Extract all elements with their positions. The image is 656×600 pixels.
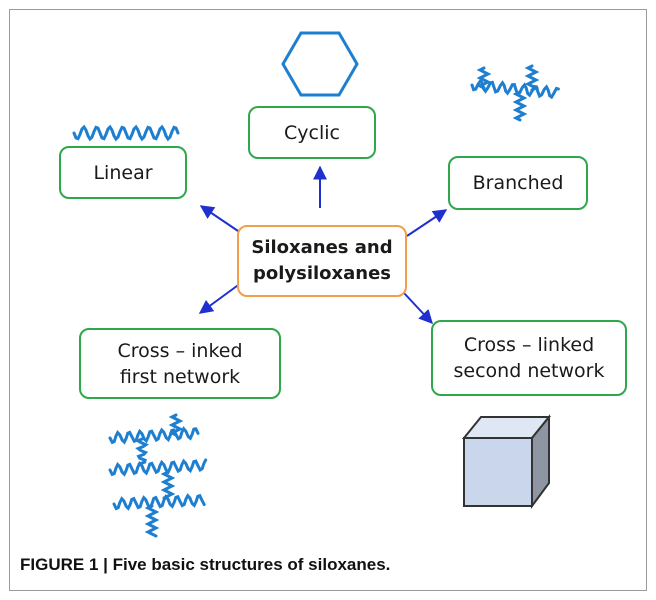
center-label-line2: polysiloxanes xyxy=(252,263,392,284)
node-branched: Branched xyxy=(448,156,588,210)
chain-segment xyxy=(134,437,150,466)
arrow-to-second-network xyxy=(403,292,433,325)
chain-segment xyxy=(112,493,206,511)
node-linear: Linear xyxy=(59,146,187,199)
arrow-to-first-network xyxy=(198,282,242,314)
second-network-line1: Cross – linked xyxy=(463,334,595,356)
node-first-network: Cross – inked first network xyxy=(79,328,281,399)
figure-caption: FIGURE 1 | Five basic structures of silo… xyxy=(20,555,391,574)
chain-segment xyxy=(108,426,200,445)
first-network-line2: first network xyxy=(119,365,241,388)
chain-segment xyxy=(476,66,492,90)
chain-segment xyxy=(108,458,208,477)
chain-segment xyxy=(512,90,528,122)
linear-chain-icon xyxy=(72,124,180,142)
node-second-network: Cross – linked second network xyxy=(431,320,627,396)
cube-icon xyxy=(461,414,552,510)
second-network-line2: second network xyxy=(453,360,605,382)
arrow-to-branched xyxy=(406,209,448,237)
arrows xyxy=(198,165,448,325)
network-mesh-icon xyxy=(108,413,208,538)
arrow-to-linear xyxy=(199,205,242,234)
chain-segment xyxy=(160,470,176,500)
node-cyclic-label: Cyclic xyxy=(284,121,340,144)
hexagon-ring-icon xyxy=(281,31,359,97)
chain-segment xyxy=(168,413,184,437)
node-branched-label: Branched xyxy=(472,172,564,194)
node-linear-label: Linear xyxy=(93,161,153,184)
first-network-line1: Cross – inked xyxy=(117,339,243,362)
chain-segment xyxy=(524,64,540,92)
figure-frame: Cyclic Linear Branched Siloxanes and pol… xyxy=(9,9,647,591)
node-cyclic: Cyclic xyxy=(248,106,376,159)
diagram-canvas xyxy=(72,31,560,538)
chain-segment xyxy=(144,504,160,538)
node-siloxanes-center: Siloxanes and polysiloxanes xyxy=(237,225,407,297)
chain-segment xyxy=(470,78,560,100)
branched-chain-icon xyxy=(470,64,560,122)
center-label-line1: Siloxanes and xyxy=(251,237,393,258)
